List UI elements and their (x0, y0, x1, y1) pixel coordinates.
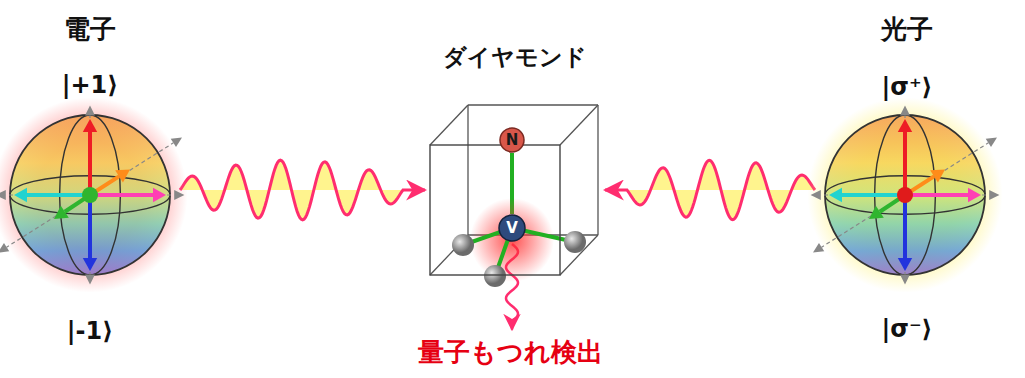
arrow-head (989, 190, 999, 200)
cube-edge (468, 104, 598, 105)
bloch-arrow (903, 132, 907, 195)
arrow-head (0, 243, 9, 253)
arrow-head (930, 169, 945, 182)
arrow-head (115, 169, 130, 182)
cube-edge (430, 105, 468, 145)
cube-face (430, 145, 560, 275)
sphere-glow (807, 97, 1002, 292)
bloch-sphere (10, 115, 170, 275)
arrow-head (829, 188, 842, 202)
bloch-sphere (825, 115, 985, 275)
bloch-arrow (88, 195, 92, 258)
atom-node: V (498, 214, 526, 242)
bloch-arrow (822, 205, 889, 248)
cube-edge (597, 105, 598, 235)
atom-ball (499, 215, 525, 241)
atom-ball (500, 128, 524, 152)
arrow-head (85, 274, 95, 284)
state-label: |+1⟩ (62, 72, 119, 98)
node-picture (425, 40, 605, 310)
bloch-arrow (90, 193, 153, 197)
arrow-head (153, 188, 166, 202)
arrow-head (900, 274, 910, 284)
arrow-head (986, 137, 997, 147)
light-pulse-arrow (605, 160, 815, 219)
cube-edge (467, 105, 468, 235)
node-heading: 光子 (881, 15, 933, 44)
arrow-head (869, 206, 884, 219)
bloch-arrow (27, 193, 90, 197)
carbon-atom (452, 234, 474, 256)
atom-symbol: V (506, 220, 518, 237)
sphere-glow (0, 97, 188, 292)
bloch-arrow (88, 132, 92, 195)
carbon-atom (484, 265, 506, 287)
bloch-arrow (905, 193, 968, 197)
diamond-lattice-node: ダイヤモンド N V (425, 40, 605, 310)
atom-node: N (499, 127, 525, 153)
state-label: |σ⁺⟩ (881, 74, 932, 100)
arrow-head (811, 190, 821, 200)
node-picture (5, 5, 180, 360)
bloch-arrow (842, 193, 905, 197)
arrow-head (900, 105, 910, 115)
bloch-sphere-node: 光子 |σ⁺⟩ |σ⁻⟩ (815, 5, 1015, 360)
arrow-head (968, 188, 981, 202)
bloch-sphere-node: 電子 |+1⟩ |-1⟩ (5, 5, 180, 360)
state-label: |σ⁻⟩ (881, 316, 932, 342)
arrow-head (171, 137, 182, 147)
atom-symbol: N (506, 132, 519, 149)
bloch-arrow (7, 205, 74, 248)
arrow-head (0, 190, 6, 200)
center-dot (897, 187, 913, 203)
carbon-atom (564, 231, 586, 253)
arrow-head (898, 258, 912, 271)
arrow-head (898, 119, 912, 132)
arrow-head (83, 119, 97, 132)
arrow-head (54, 206, 69, 219)
state-label: |-1⟩ (67, 318, 113, 344)
cube-edge (560, 105, 598, 145)
center-dot (82, 187, 98, 203)
arrow-head (174, 190, 184, 200)
arrow-head (83, 258, 97, 271)
node-heading: ダイヤモンド (443, 45, 587, 70)
arrow-head (85, 105, 95, 115)
arrow-head (14, 188, 27, 202)
arrow-head (813, 243, 824, 253)
light-pulse-arrow (180, 160, 425, 220)
node-picture (815, 5, 1015, 360)
bloch-arrow (903, 195, 907, 258)
node-heading: 電子 (64, 15, 116, 44)
detection-label: 量子もつれ検出 (418, 335, 603, 370)
